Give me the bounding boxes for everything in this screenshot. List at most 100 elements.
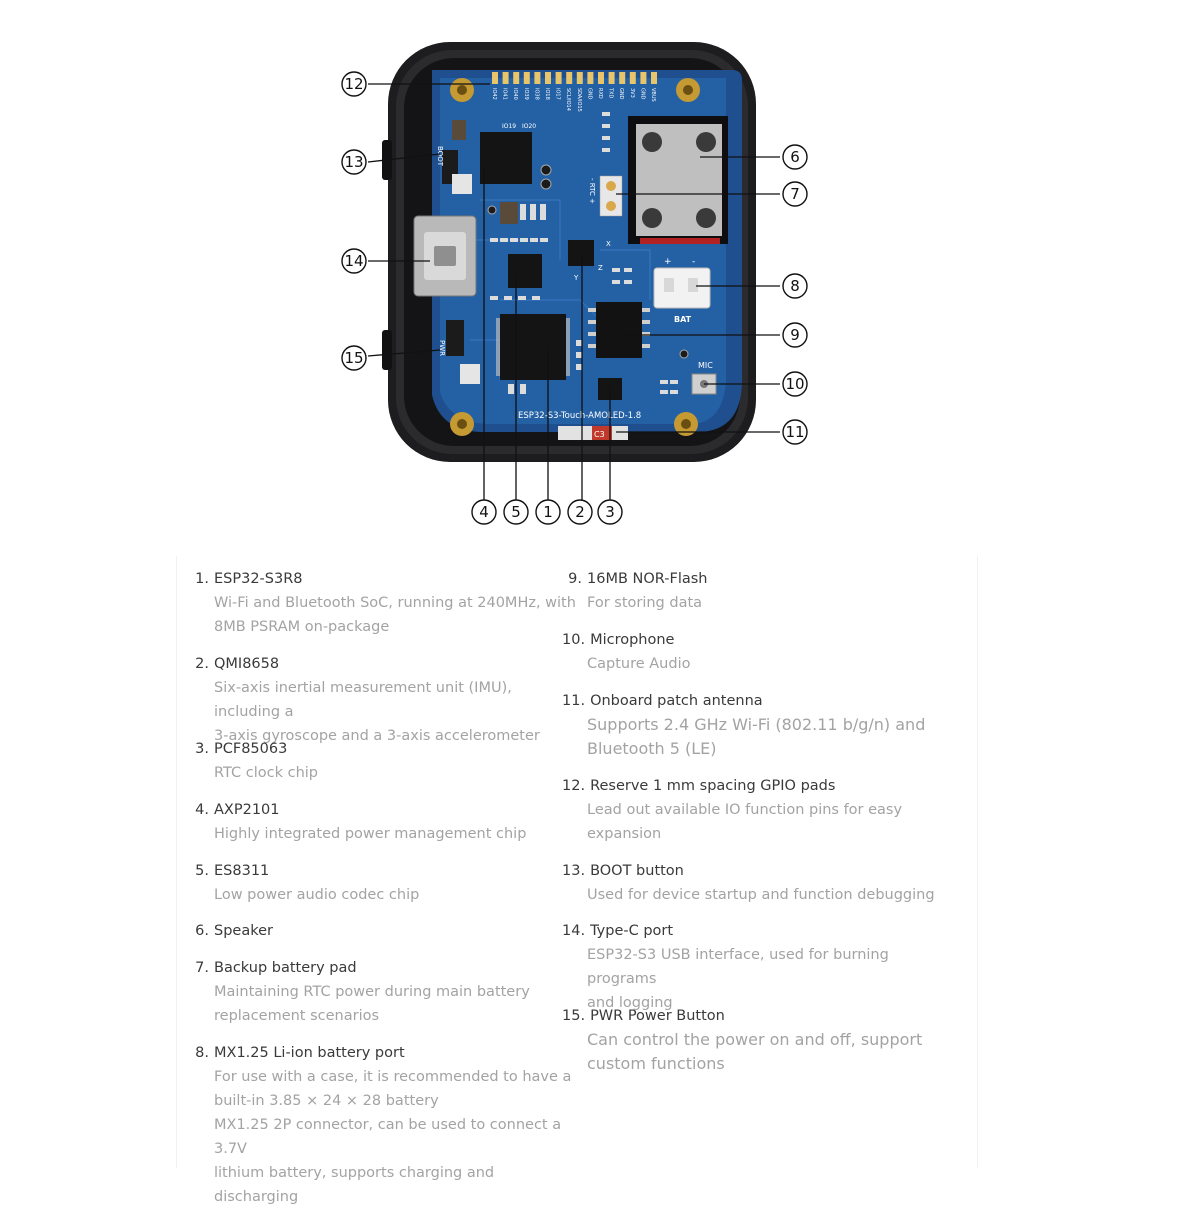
gpio-pad: [587, 72, 594, 84]
gpio-pad: [545, 72, 551, 84]
bat-label: BAT: [674, 315, 692, 324]
feature-item-4: 4.AXP2101 Highly integrated power manage…: [189, 798, 581, 846]
gpio-pad: [513, 72, 520, 84]
callout-15: [341, 345, 367, 371]
callout-14: [341, 248, 367, 274]
bat-plus-label: +: [664, 257, 672, 267]
callout-6: [782, 144, 808, 170]
gpio-pad-label: IO39: [523, 88, 529, 100]
callout-label-6: 6: [790, 148, 800, 166]
feature-item-8: 8.MX1.25 Li-ion battery port For use wit…: [189, 1041, 581, 1209]
gpio-pad: [651, 72, 657, 84]
feature-number: 3.: [195, 741, 209, 757]
rtc-label: - RTC +: [588, 178, 596, 204]
feature-title: Reserve 1 mm spacing GPIO pads: [590, 778, 836, 794]
feature-description: Can control the power on and off, suppor…: [587, 1030, 923, 1073]
qmi8658-chip: X Y Z: [568, 240, 611, 282]
callout-13: [341, 149, 367, 175]
esp32-chip: [496, 314, 570, 380]
gpio-pad: [598, 72, 604, 84]
callout-label-1: 1: [543, 503, 553, 521]
feature-number: 2.: [195, 656, 209, 672]
feature-number: 14.: [562, 923, 586, 939]
callout-circles: [341, 71, 808, 525]
feature-number: 11.: [562, 693, 586, 709]
feature-number: 1.: [195, 571, 209, 587]
battery-connector: + - BAT: [653, 257, 711, 324]
bat-minus-label: -: [692, 257, 695, 267]
feature-item-15: 15.PWR Power Button Can control the powe…: [562, 1004, 954, 1076]
feature-description: Used for device startup and function deb…: [587, 887, 935, 903]
gpio-pad-label: IO18: [544, 88, 550, 100]
feature-item-9: 9.16MB NOR-Flash For storing data: [562, 567, 954, 615]
feature-title: Speaker: [214, 923, 273, 939]
feature-number: 7.: [195, 960, 209, 976]
gpio-pad: [566, 72, 573, 84]
callout-4: [471, 499, 497, 525]
feature-number: 12.: [562, 778, 586, 794]
callout-label-3: 3: [605, 503, 615, 521]
mic-label: MIC: [698, 361, 713, 370]
feature-number: 8.: [195, 1045, 209, 1061]
callout-5: [503, 499, 529, 525]
feature-title: Onboard patch antenna: [590, 693, 763, 709]
callout-11: [782, 419, 808, 445]
gpio-pad: [576, 72, 583, 84]
feature-description: RTC clock chip: [214, 765, 319, 781]
feature-title: PCF85063: [214, 741, 288, 757]
feature-description: Low power audio codec chip: [214, 887, 420, 903]
feature-title: AXP2101: [214, 802, 280, 818]
board-silkscreen: ESP32-S3-Touch-AMOLED-1.8: [518, 411, 641, 421]
callout-9: [782, 322, 808, 348]
gpio-pad-label: IO41: [502, 88, 508, 100]
version-badge: C3: [594, 430, 605, 439]
feature-title: PWR Power Button: [590, 1008, 725, 1024]
gpio-pad: [629, 72, 636, 84]
feature-description: Maintaining RTC power during main batter…: [214, 984, 530, 1024]
feature-description: Lead out available IO function pins for …: [587, 802, 903, 842]
feature-item-5: 5.ES8311 Low power audio codec chip: [189, 859, 581, 907]
feature-description: Supports 2.4 GHz Wi-Fi (802.11 b/g/n) an…: [587, 715, 926, 758]
leader-lines: [367, 83, 780, 500]
gpio-pad: [502, 72, 509, 84]
gpio-pad: [608, 72, 615, 84]
feature-number: 13.: [562, 863, 586, 879]
callout-10: [782, 371, 808, 397]
axp2101-chip: [480, 132, 532, 184]
callout-label-9: 9: [790, 326, 800, 344]
gpio-pad-label: GND: [618, 88, 624, 100]
pwr-button: PWR: [438, 320, 480, 384]
callout-label-11: 11: [785, 423, 804, 441]
es8311-chip: [508, 254, 542, 288]
feature-title: 16MB NOR-Flash: [587, 571, 708, 587]
feature-title: Microphone: [590, 632, 675, 648]
feature-item-13: 13.BOOT button Used for device startup a…: [562, 859, 954, 907]
gpio-pad-label: SDA/IO15: [576, 88, 582, 112]
io20-label: IO20: [522, 123, 536, 130]
callout-7: [782, 181, 808, 207]
callout-label-13: 13: [344, 153, 363, 171]
feature-item-1: 1.ESP32-S3R8 Wi-Fi and Bluetooth SoC, ru…: [189, 567, 581, 639]
feature-number: 15.: [562, 1008, 586, 1024]
feature-description: ESP32-S3 USB interface, used for burning…: [587, 947, 889, 1011]
callout-label-14: 14: [344, 252, 363, 270]
callout-label-12: 12: [344, 75, 363, 93]
axis-z-label: Z: [598, 264, 603, 272]
gpio-pad: [523, 72, 530, 84]
gpio-pads: [492, 72, 657, 84]
callout-8: [782, 273, 808, 299]
callout-numbers: 12 13 14 15 6 7 8 9 10 11 4 5 1 2 3: [344, 75, 804, 521]
feature-item-7: 7. Backup battery pad Maintaining RTC pow…: [189, 956, 581, 1028]
gpio-pad: [619, 72, 626, 84]
feature-item-2: 2.QMI8658 Six-axis inertial measurement …: [189, 652, 581, 748]
feature-number: 6.: [195, 923, 209, 939]
gpio-pad-label: IO17: [555, 88, 561, 100]
feature-description: Six-axis inertial measurement unit (IMU)…: [214, 680, 540, 744]
gpio-pad-label: IO40: [512, 88, 518, 100]
feature-title: Backup battery pad: [214, 960, 357, 976]
feature-number: 4.: [195, 802, 209, 818]
callout-1: [535, 499, 561, 525]
pwr-label: PWR: [438, 340, 446, 356]
